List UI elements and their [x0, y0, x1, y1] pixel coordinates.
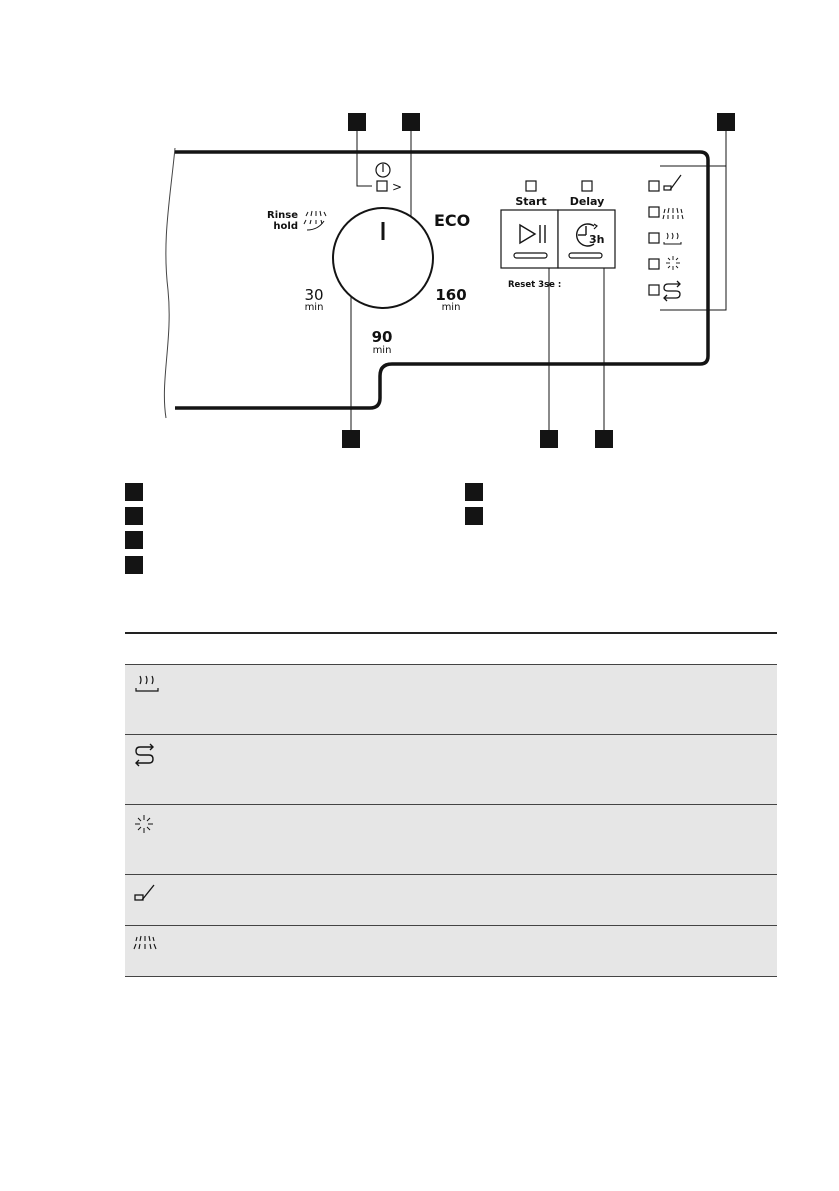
- control-panel-diagram: > ECO Rinse hold 30 min 90 min 160 min S…: [125, 113, 735, 574]
- chevron-right-icon: >: [392, 180, 402, 194]
- indicator-light: [648, 258, 660, 270]
- indicator-light: [648, 232, 660, 244]
- leader-line: [356, 131, 372, 187]
- dial-mark-90-unit: min: [373, 345, 392, 356]
- brush-icon: [663, 174, 682, 191]
- loop-icon: [135, 743, 154, 767]
- table-header-row: [125, 632, 777, 665]
- leader-line: [660, 131, 727, 311]
- callout-marker: [348, 113, 366, 131]
- reset-hint: Reset 3se :: [508, 280, 561, 290]
- rinse-hold-spray-icon: [303, 210, 327, 231]
- callout-marker: [342, 430, 360, 448]
- steam-icon: [663, 232, 682, 245]
- brush-icon: [134, 884, 155, 901]
- spray-icon: [662, 207, 684, 220]
- table-row: [125, 664, 777, 735]
- table-row: [125, 925, 777, 977]
- dial-mark-90-value: 90: [372, 328, 393, 346]
- delay-hours-text: 3h: [589, 233, 605, 246]
- indicator-light: [648, 284, 660, 296]
- legend-marker-left-4: [125, 556, 143, 574]
- delay-clock-icon: 3h: [575, 223, 605, 247]
- indicator-column: [648, 174, 684, 302]
- power-indicator-light: [376, 180, 388, 192]
- table-row: [125, 874, 777, 926]
- play-pause-icon: [519, 223, 546, 245]
- callout-marker: [717, 113, 735, 131]
- dial-label-eco: ECO: [434, 211, 470, 230]
- callout-marker: [540, 430, 558, 448]
- legend-marker-right-2: [465, 507, 483, 525]
- start-pause-button[interactable]: [500, 209, 559, 269]
- indicator-light: [648, 180, 660, 192]
- start-indicator-light: [525, 180, 537, 192]
- delay-start-button[interactable]: 3h: [557, 209, 616, 269]
- callout-marker: [595, 430, 613, 448]
- sparkle-icon: [666, 256, 680, 270]
- callout-marker: [402, 113, 420, 131]
- table-row: [125, 734, 777, 805]
- steam-icon: [135, 675, 159, 692]
- sparkle-icon: [135, 815, 153, 833]
- legend-marker-left-1: [125, 483, 143, 501]
- indicator-light: [648, 206, 660, 218]
- dial-label-hold: hold: [273, 221, 298, 232]
- loop-icon: [663, 280, 681, 302]
- table-row: [125, 804, 777, 875]
- start-label: Start: [515, 195, 546, 208]
- delay-indicator-light: [581, 180, 593, 192]
- legend-marker-left-3: [125, 531, 143, 549]
- legend-marker-left-2: [125, 507, 143, 525]
- dial-mark-160-value: 160: [435, 286, 466, 304]
- program-dial[interactable]: [332, 207, 434, 309]
- panel-cut-edge: [163, 147, 176, 419]
- spray-icon: [133, 935, 157, 950]
- dial-mark-30-value: 30: [304, 286, 323, 304]
- dial-label-rinse: Rinse: [267, 210, 298, 221]
- panel-outline: [175, 150, 710, 410]
- dial-mark-160-unit: min: [442, 302, 461, 313]
- power-icon: [375, 162, 391, 178]
- legend-marker-right-1: [465, 483, 483, 501]
- dial-mark-30-unit: min: [305, 302, 324, 313]
- indicator-table: [125, 632, 777, 977]
- delay-label: Delay: [570, 195, 605, 208]
